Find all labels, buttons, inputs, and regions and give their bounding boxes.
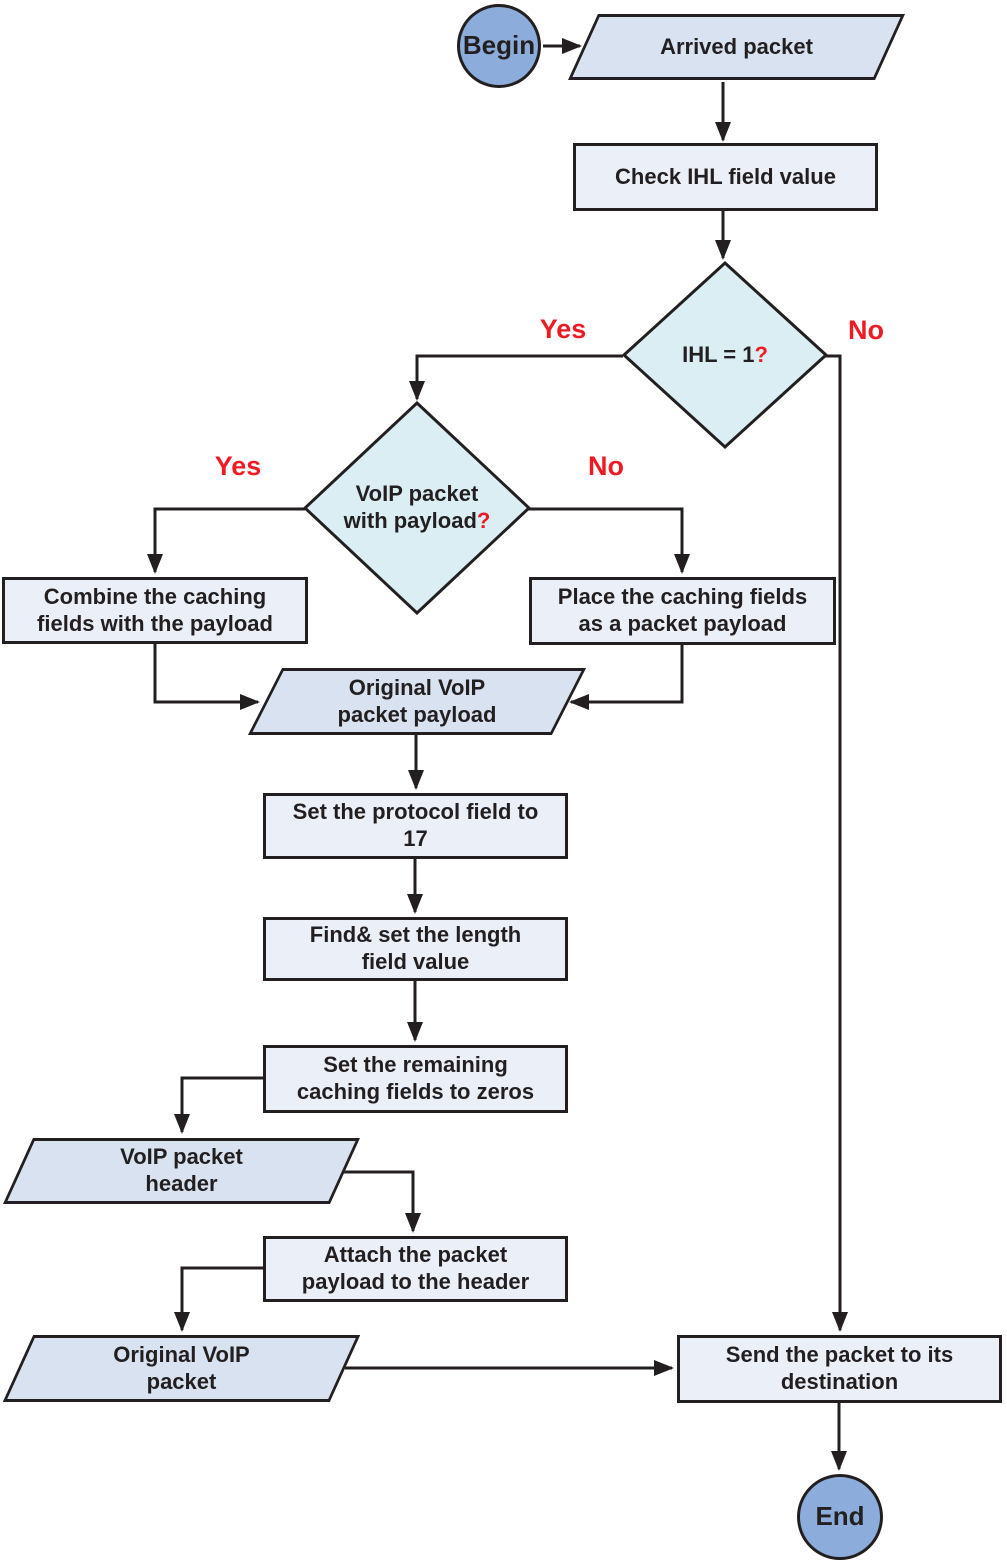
find-length-label: Find& set the length field value <box>309 922 522 974</box>
original-voip-packet-label: Original VoIP packet <box>113 1341 250 1394</box>
ihl-decision-text: IHL = 1 <box>682 341 755 367</box>
edge-header-attach <box>342 1170 421 1233</box>
attach-payload-label: Attach the packet payload to the header <box>301 1242 530 1294</box>
begin-terminator: Begin <box>457 4 541 88</box>
ihl-no-label: No <box>848 315 884 345</box>
edge-ihl-no-send <box>825 354 848 1332</box>
voip-packet-header-data: VoIP packet header <box>3 1138 360 1204</box>
original-voip-packet-data: Original VoIP packet <box>3 1335 360 1402</box>
send-packet-process: Send the packet to its destination <box>677 1335 1002 1403</box>
voip-yes-label: Yes <box>214 451 262 481</box>
edge-place-payload <box>569 645 684 710</box>
edge-combine-payload <box>153 643 260 710</box>
check-ihl-label: Check IHL field value <box>615 163 836 189</box>
ihl-yes-label: Yes <box>539 314 587 344</box>
set-remaining-label: Set the remaining caching fields to zero… <box>296 1052 535 1104</box>
edge-ihl-yes-voipdecision <box>409 354 623 401</box>
edge-voip-yes-combine <box>147 507 305 574</box>
end-label: End <box>815 1501 865 1532</box>
attach-payload-process: Attach the packet payload to the header <box>263 1236 568 1302</box>
voip-payload-decision: VoIP packet with payload? <box>303 401 531 615</box>
voip-payload-decision-shape <box>303 401 531 615</box>
voip-packet-header-label: VoIP packet header <box>120 1144 243 1196</box>
voip-payload-decision-text: VoIP packet with payload <box>343 481 479 533</box>
voip-no-label: No <box>588 451 624 481</box>
set-protocol-process: Set the protocol field to 17 <box>263 793 568 859</box>
place-caching-process: Place the caching fields as a packet pay… <box>529 577 836 645</box>
find-length-process: Find& set the length field value <box>263 917 568 981</box>
place-caching-label: Place the caching fields as a packet pay… <box>557 584 808 636</box>
set-remaining-process: Set the remaining caching fields to zero… <box>263 1045 568 1113</box>
combine-caching-label: Combine the caching fields with the payl… <box>37 583 273 636</box>
edge-voip-no-place <box>528 507 690 574</box>
original-voip-packet-payload-data: Original VoIP packet payload <box>248 668 586 735</box>
ihl-decision: IHL = 1? <box>622 261 828 449</box>
original-voip-packet-payload-label: Original VoIP packet payload <box>337 674 497 727</box>
check-ihl-process: Check IHL field value <box>573 143 878 211</box>
edge-remaining-header <box>174 1076 263 1134</box>
arrived-packet-label: Arrived packet <box>660 33 813 59</box>
ihl-decision-question-mark: ? <box>754 341 768 367</box>
arrived-packet-data: Arrived packet <box>568 14 905 80</box>
end-terminator: End <box>797 1474 883 1560</box>
combine-caching-process: Combine the caching fields with the payl… <box>2 577 308 644</box>
send-packet-label: Send the packet to its destination <box>725 1342 954 1394</box>
ihl-decision-shape <box>622 261 828 449</box>
begin-label: Begin <box>462 30 536 61</box>
edge-attach-origpacket <box>174 1266 263 1332</box>
voip-payload-decision-question-mark: ? <box>476 508 491 533</box>
set-protocol-label: Set the protocol field to 17 <box>292 799 539 851</box>
